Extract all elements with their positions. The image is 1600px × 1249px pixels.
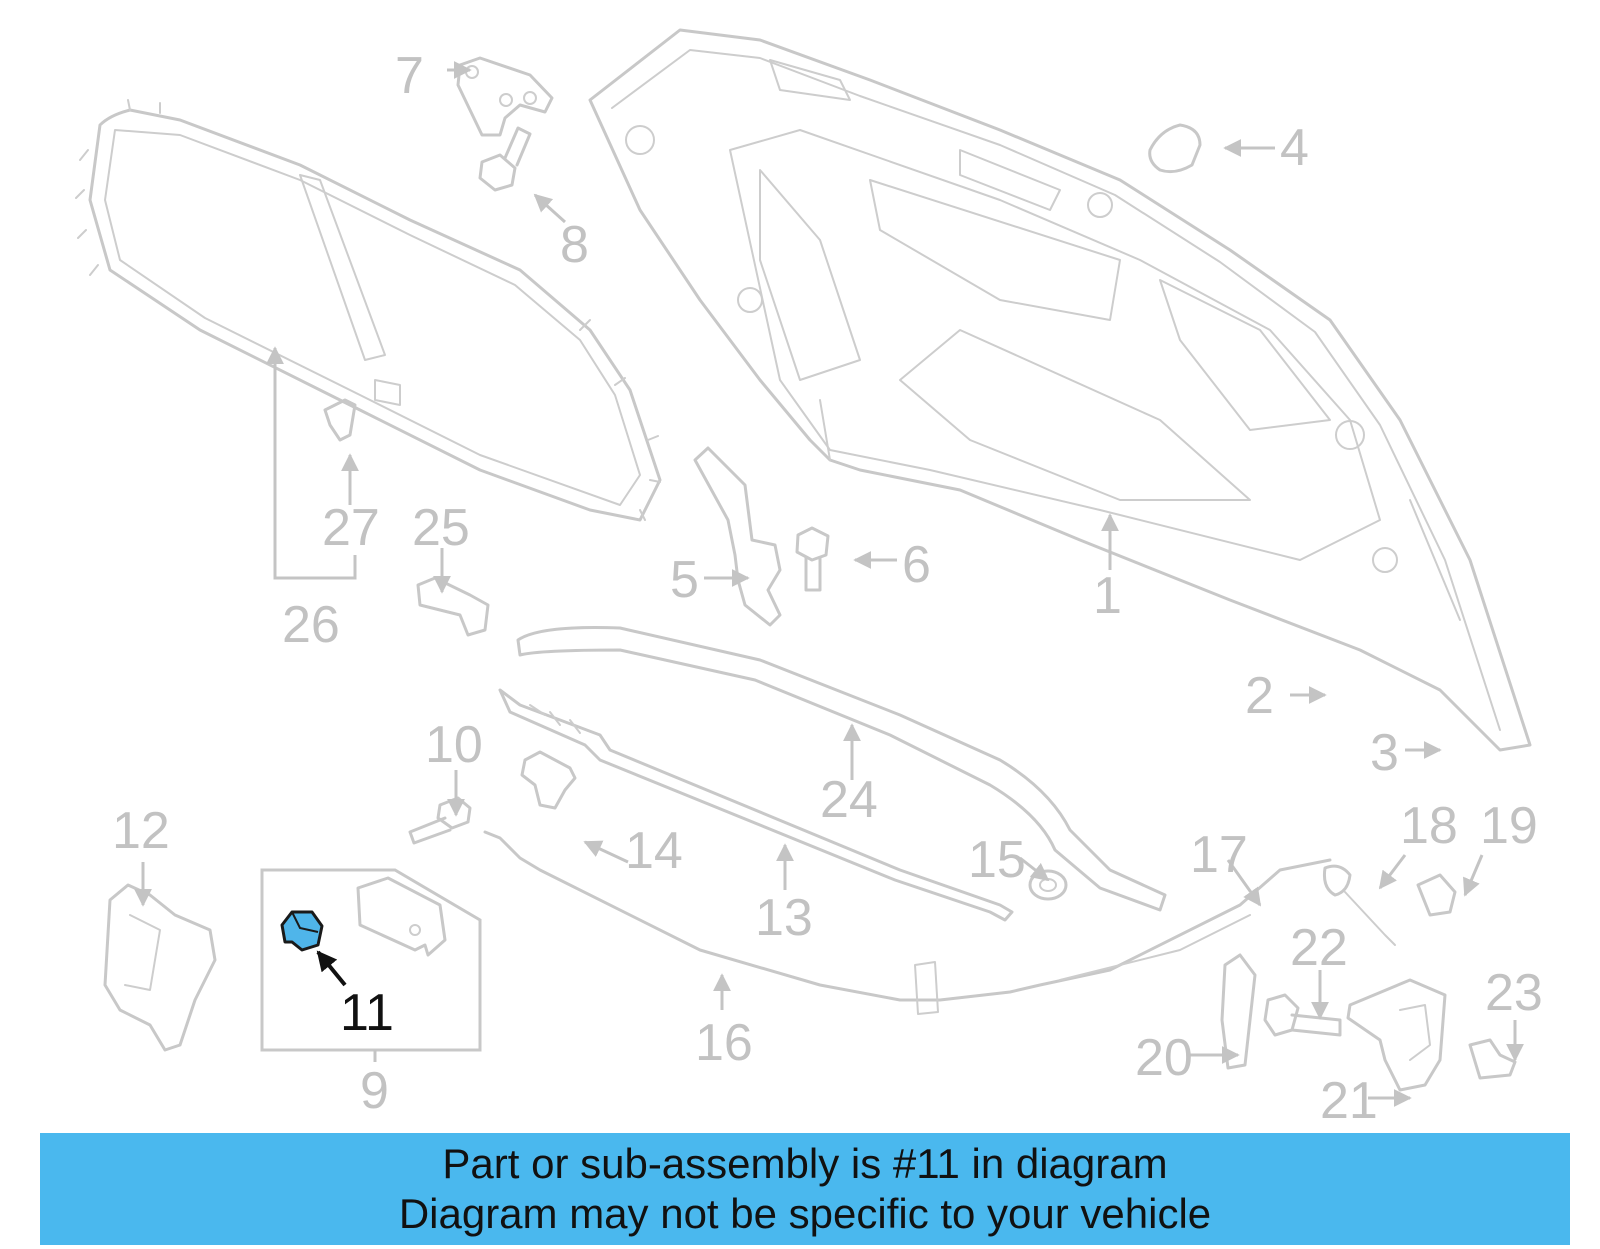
bolt-22 <box>1263 993 1342 1037</box>
hood-hinge <box>693 446 782 627</box>
callout-14: 14 <box>625 822 683 880</box>
callout-9: 9 <box>360 1062 389 1120</box>
hinge-bolt <box>478 126 532 192</box>
prop-rod-clip <box>520 750 577 810</box>
hood-bumper <box>1148 123 1202 174</box>
banner-line-1: Part or sub-assembly is #11 in diagram <box>442 1140 1168 1187</box>
grommet <box>1028 869 1068 901</box>
hinge-bolt-lower <box>795 526 830 592</box>
callout-4: 4 <box>1280 119 1309 177</box>
callout-1: 1 <box>1093 567 1122 625</box>
callout-5: 5 <box>670 551 699 609</box>
subassembly-box <box>260 868 482 1052</box>
callout-6: 6 <box>902 536 931 594</box>
callout-15: 15 <box>968 831 1026 889</box>
hood-panel <box>588 28 1532 752</box>
callout-13: 13 <box>755 889 813 947</box>
highlighted-part-11 <box>280 910 324 952</box>
release-cable <box>483 830 1332 1015</box>
callout-20: 20 <box>1135 1029 1193 1087</box>
info-banner: Part or sub-assembly is #11 in diagram D… <box>40 1133 1570 1245</box>
callout-17: 17 <box>1190 826 1248 884</box>
cable-end <box>1323 864 1396 946</box>
prop-rod <box>498 688 1014 922</box>
callout-24: 24 <box>820 771 878 829</box>
callout-2: 2 <box>1245 667 1274 725</box>
callout-23: 23 <box>1485 964 1543 1022</box>
callout-7: 7 <box>395 47 424 105</box>
bracket-12 <box>103 883 217 1052</box>
callout-12: 12 <box>112 802 170 860</box>
callout-10: 10 <box>425 716 483 774</box>
callout-25: 25 <box>412 499 470 557</box>
insulator-clip <box>323 398 357 442</box>
bolt-10 <box>408 796 472 845</box>
callout-11: 11 <box>340 984 394 1042</box>
release-handle <box>1220 953 1257 1070</box>
callout-21: 21 <box>1320 1072 1378 1130</box>
latch-bracket <box>1346 978 1447 1092</box>
callout-16: 16 <box>695 1014 753 1072</box>
callout-18: 18 <box>1400 797 1458 855</box>
callout-22: 22 <box>1290 919 1348 977</box>
callout-3: 3 <box>1370 724 1399 782</box>
callout-labels: 1 2 3 4 5 6 7 8 9 10 11 12 13 14 15 16 1… <box>112 47 1543 1130</box>
clip-23 <box>1468 1038 1517 1080</box>
callout-27: 27 <box>322 499 380 557</box>
hood-hinge-upper <box>456 56 554 137</box>
callout-26: 26 <box>282 596 340 654</box>
callout-8: 8 <box>560 216 589 274</box>
banner-line-2: Diagram may not be specific to your vehi… <box>398 1190 1212 1237</box>
hood-insulator <box>75 99 662 522</box>
bracket-25 <box>416 576 490 637</box>
leader-lines <box>134 61 1524 1107</box>
hood-seal <box>516 626 1167 912</box>
callout-19: 19 <box>1480 797 1538 855</box>
cable-clip <box>1416 873 1457 917</box>
